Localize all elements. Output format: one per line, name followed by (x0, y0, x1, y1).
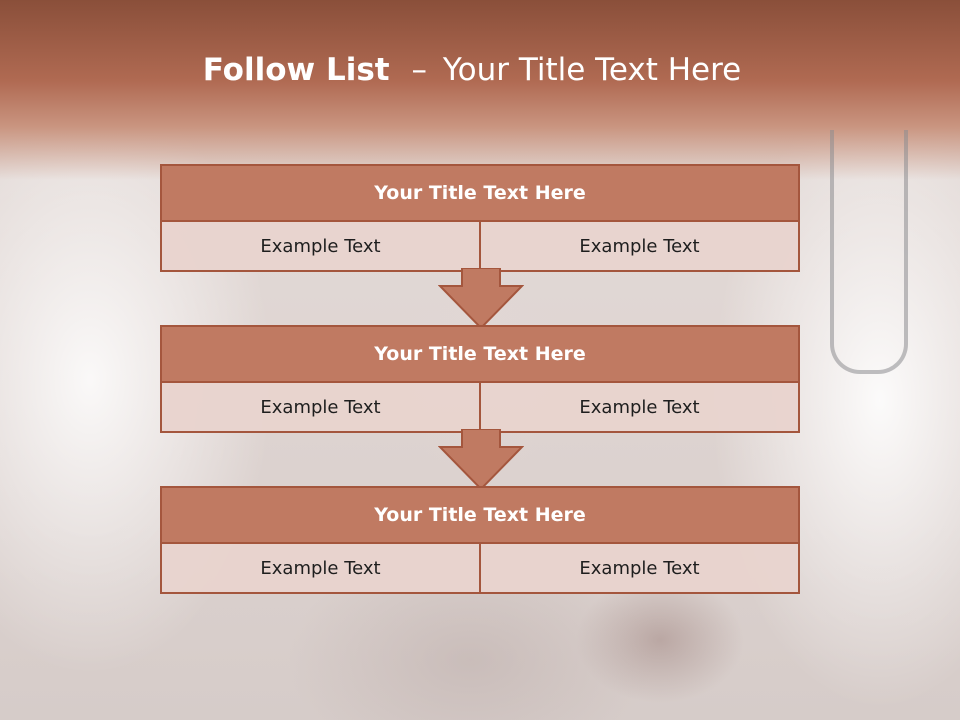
block-title: Your Title Text Here (162, 488, 798, 544)
down-arrow-icon (438, 429, 524, 491)
title-rest: Your Title Text Here (442, 52, 742, 88)
down-arrow-icon (438, 268, 524, 330)
title-bold: Follow List (202, 52, 390, 88)
list-block-1: Your Title Text Here Example Text Exampl… (160, 164, 800, 272)
block-cell-right: Example Text (479, 383, 798, 431)
block-cell-right: Example Text (479, 222, 798, 270)
block-cell-left: Example Text (260, 235, 381, 257)
block-title: Your Title Text Here (162, 327, 798, 383)
list-block-2: Your Title Text Here Example Text Exampl… (160, 325, 800, 433)
block-cell-left: Example Text (260, 396, 381, 418)
block-row: Example Text Example Text (162, 222, 798, 270)
title-dash: – (411, 52, 427, 88)
block-row: Example Text Example Text (162, 383, 798, 431)
header-band (0, 0, 960, 180)
block-row: Example Text Example Text (162, 544, 798, 592)
block-cell-right: Example Text (479, 544, 798, 592)
block-title: Your Title Text Here (162, 166, 798, 222)
list-block-3: Your Title Text Here Example Text Exampl… (160, 486, 800, 594)
slide-title: Follow List – Your Title Text Here (0, 52, 944, 88)
block-cell-left: Example Text (260, 557, 381, 579)
stethoscope-decoration (830, 130, 908, 374)
